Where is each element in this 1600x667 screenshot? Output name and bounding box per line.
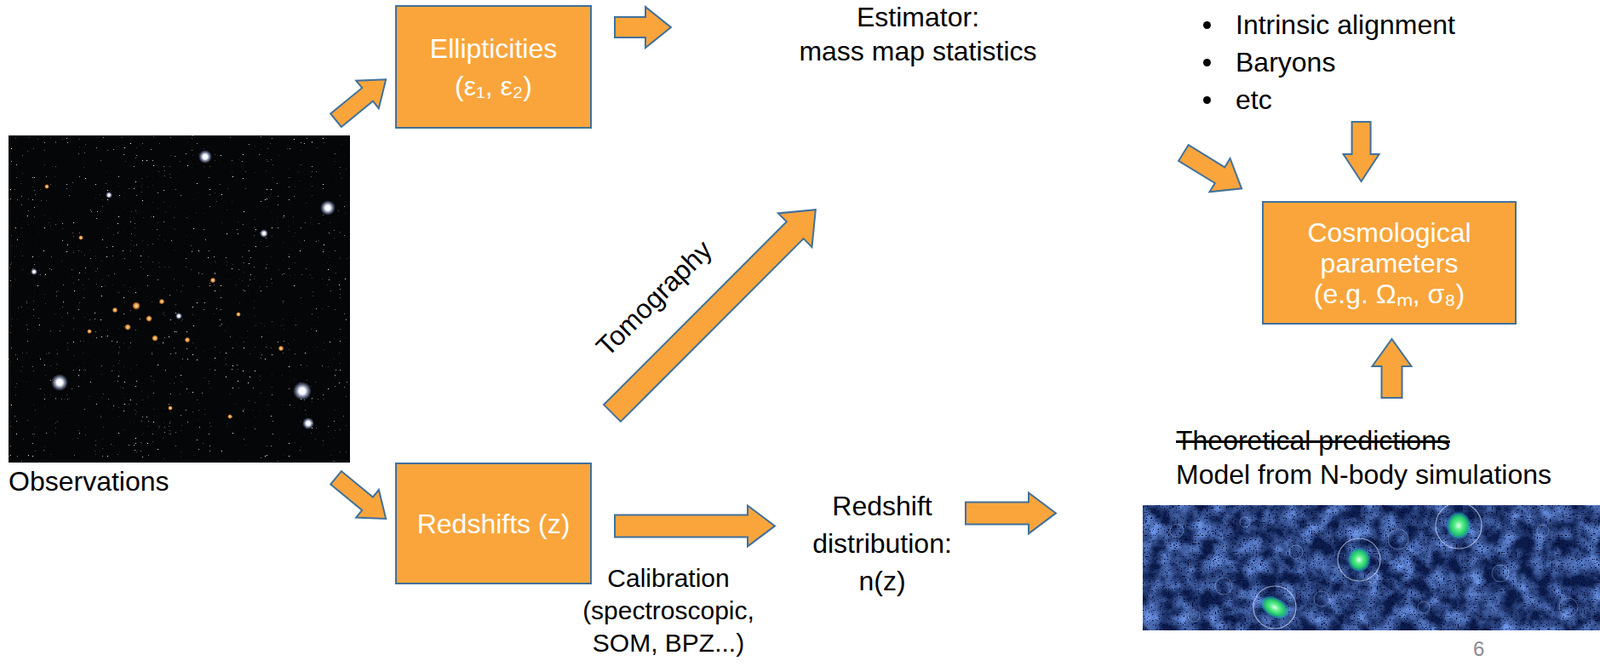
model-caption: Model from N-body simulations bbox=[1142, 457, 1600, 492]
block-arrow bbox=[1372, 338, 1412, 398]
node-text: Estimator: bbox=[790, 0, 1046, 35]
list-text: Baryons bbox=[1235, 43, 1336, 81]
simulation-model: Theoretical predictionsModel from N-body… bbox=[1142, 423, 1600, 631]
page-number: 6 bbox=[1473, 636, 1485, 661]
node-text: Redshift distribution: bbox=[805, 487, 959, 563]
block-arrow bbox=[330, 79, 386, 127]
block-arrow bbox=[1178, 144, 1242, 192]
block-arrow bbox=[330, 470, 386, 519]
box-text-group: Redshifts (z) bbox=[417, 504, 571, 543]
list-text: etc bbox=[1235, 80, 1273, 119]
observation-image: Observations bbox=[8, 135, 350, 463]
simulation-image bbox=[1142, 504, 1600, 631]
bullet-item: Intrinsic alignment bbox=[1196, 5, 1456, 44]
list-text: Intrinsic alignment bbox=[1235, 5, 1456, 44]
estimator-text: Estimator:mass map statistics bbox=[790, 0, 1046, 69]
distribution-text: Redshift distribution:n(z) bbox=[805, 487, 959, 600]
systematics-list: Intrinsic alignmentBaryonsetc bbox=[1196, 5, 1456, 119]
process-box: Ellipticities (ε₁, ε₂) bbox=[395, 5, 592, 129]
bullet-item: etc bbox=[1196, 80, 1456, 119]
block-arrow bbox=[614, 6, 671, 48]
bullet-item: Baryons bbox=[1196, 43, 1456, 81]
starfield-photo bbox=[8, 135, 350, 463]
block-arrow bbox=[965, 492, 1056, 534]
struck-heading: Theoretical predictions bbox=[1142, 423, 1600, 458]
box-label: Ellipticities (ε₁, ε₂) bbox=[417, 29, 571, 105]
bullet-dot bbox=[1203, 21, 1211, 29]
process-box: Redshifts (z) bbox=[395, 462, 592, 585]
block-arrow bbox=[614, 504, 775, 546]
box-text-group: Cosmological parameters (e.g. Ωₘ, σ₈) bbox=[1296, 217, 1484, 310]
result-box: Cosmological parameters (e.g. Ωₘ, σ₈) bbox=[1261, 200, 1517, 325]
edge-label: Tomography bbox=[590, 233, 719, 362]
edge-label: Calibration (spectroscopic, SOM, BPZ...) bbox=[577, 562, 761, 660]
node-text: n(z) bbox=[805, 562, 959, 600]
box-label: Redshifts (z) bbox=[417, 504, 571, 543]
bullet-dot bbox=[1203, 58, 1211, 67]
box-label: Cosmological parameters (e.g. Ωₘ, σ₈) bbox=[1296, 217, 1484, 310]
box-text-group: Ellipticities (ε₁, ε₂) bbox=[417, 29, 571, 105]
bullet-dot bbox=[1203, 96, 1211, 104]
node-text: mass map statistics bbox=[790, 34, 1046, 69]
image-caption: Observations bbox=[8, 465, 170, 497]
block-arrow bbox=[1343, 121, 1380, 182]
